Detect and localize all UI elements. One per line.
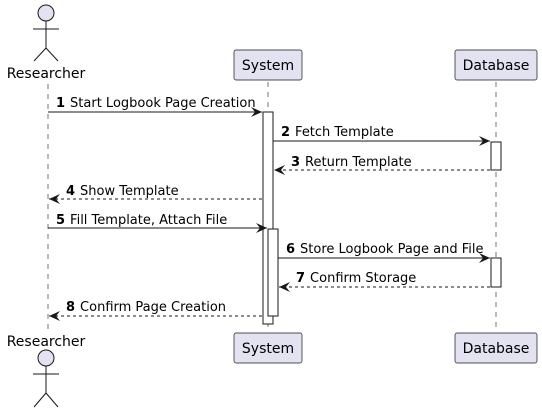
message-number: 2 [281, 125, 290, 140]
database-participant-top: Database [454, 49, 538, 81]
system-label-top: System [242, 58, 294, 74]
message-number: 5 [56, 213, 65, 228]
message-7: 7 Confirm Storage [279, 271, 490, 292]
system-activation-bar-nested [267, 228, 279, 317]
database-activation-bar [490, 141, 502, 171]
message-number: 7 [296, 271, 305, 286]
message-4: 4 Show Template [49, 184, 262, 204]
message-6: 6 Store Logbook Page and File [278, 242, 490, 263]
message-5: 5 Fill Template, Attach File [48, 213, 267, 233]
message-number: 6 [286, 242, 295, 257]
message-8: 8 Confirm Page Creation [49, 300, 262, 321]
message-label: Return Template [305, 155, 412, 170]
message-3: 3 Return Template [274, 155, 490, 175]
database-label-bottom: Database [463, 341, 530, 357]
message-label: Show Template [80, 184, 179, 199]
message-label: Start Logbook Page Creation [70, 96, 256, 111]
actor-head-icon [37, 4, 55, 22]
system-activation-bar [262, 111, 274, 325]
system-participant-top: System [233, 49, 303, 81]
database-activation-bar-2 [490, 257, 502, 288]
message-label: Confirm Page Creation [80, 300, 226, 315]
message-label: Fill Template, Attach File [70, 213, 227, 228]
actor-head-icon [37, 349, 55, 367]
message-number: 1 [56, 96, 65, 111]
message-number: 4 [66, 184, 75, 199]
database-label-top: Database [463, 58, 530, 74]
message-number: 3 [291, 155, 300, 170]
message-label: Fetch Template [295, 125, 394, 140]
message-1: 1 Start Logbook Page Creation [48, 96, 262, 117]
system-label-bottom: System [242, 341, 294, 357]
researcher-actor-bottom: Researcher [7, 334, 86, 408]
message-label: Confirm Storage [310, 271, 416, 286]
message-number: 8 [66, 300, 75, 315]
system-participant-bottom: System [233, 332, 303, 364]
message-label: Store Logbook Page and File [300, 242, 483, 257]
message-2: 2 Fetch Template [273, 125, 490, 146]
researcher-actor-top: Researcher [7, 4, 86, 82]
database-participant-bottom: Database [454, 332, 538, 364]
researcher-label-bottom: Researcher [7, 334, 86, 350]
researcher-label-top: Researcher [7, 66, 86, 82]
